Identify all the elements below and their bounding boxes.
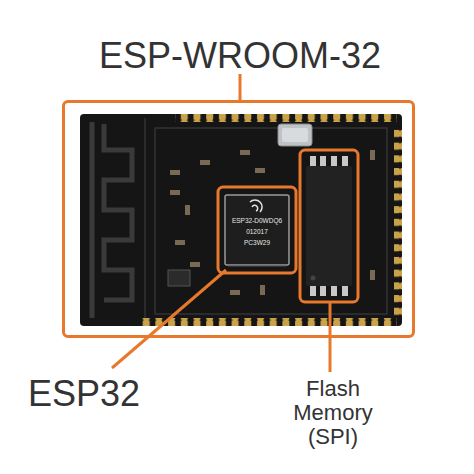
bracket-line bbox=[239, 74, 242, 100]
passive-components bbox=[170, 150, 375, 295]
part-label: Flash Memory (SPI) bbox=[287, 377, 379, 450]
chip-logo bbox=[250, 200, 262, 212]
esp32-outline bbox=[218, 187, 296, 273]
module-pads bbox=[175, 114, 397, 122]
part-label: ESP32 bbox=[28, 374, 140, 414]
module-pads bbox=[394, 128, 402, 316]
crystal bbox=[282, 128, 308, 142]
pcb-board bbox=[80, 114, 402, 326]
crystal bbox=[278, 124, 312, 146]
module-pads bbox=[140, 318, 397, 326]
chip-marking: PC3W29 bbox=[244, 239, 270, 246]
module-title: ESP-WROOM-32 bbox=[99, 38, 381, 74]
flash-chip bbox=[306, 166, 352, 286]
inductor bbox=[168, 270, 190, 286]
antenna-boundary bbox=[144, 118, 146, 322]
pcb-antenna bbox=[92, 122, 132, 318]
chip-marking: ESP32-D0WDQ6 bbox=[232, 217, 282, 224]
pin-one-dot bbox=[311, 276, 316, 281]
esp32-chip bbox=[225, 195, 289, 265]
component-area bbox=[155, 128, 387, 314]
leader-line bbox=[112, 270, 226, 368]
chip-marking: 012017 bbox=[246, 228, 268, 235]
chip-edge bbox=[228, 266, 286, 267]
flash-outline bbox=[300, 150, 358, 302]
